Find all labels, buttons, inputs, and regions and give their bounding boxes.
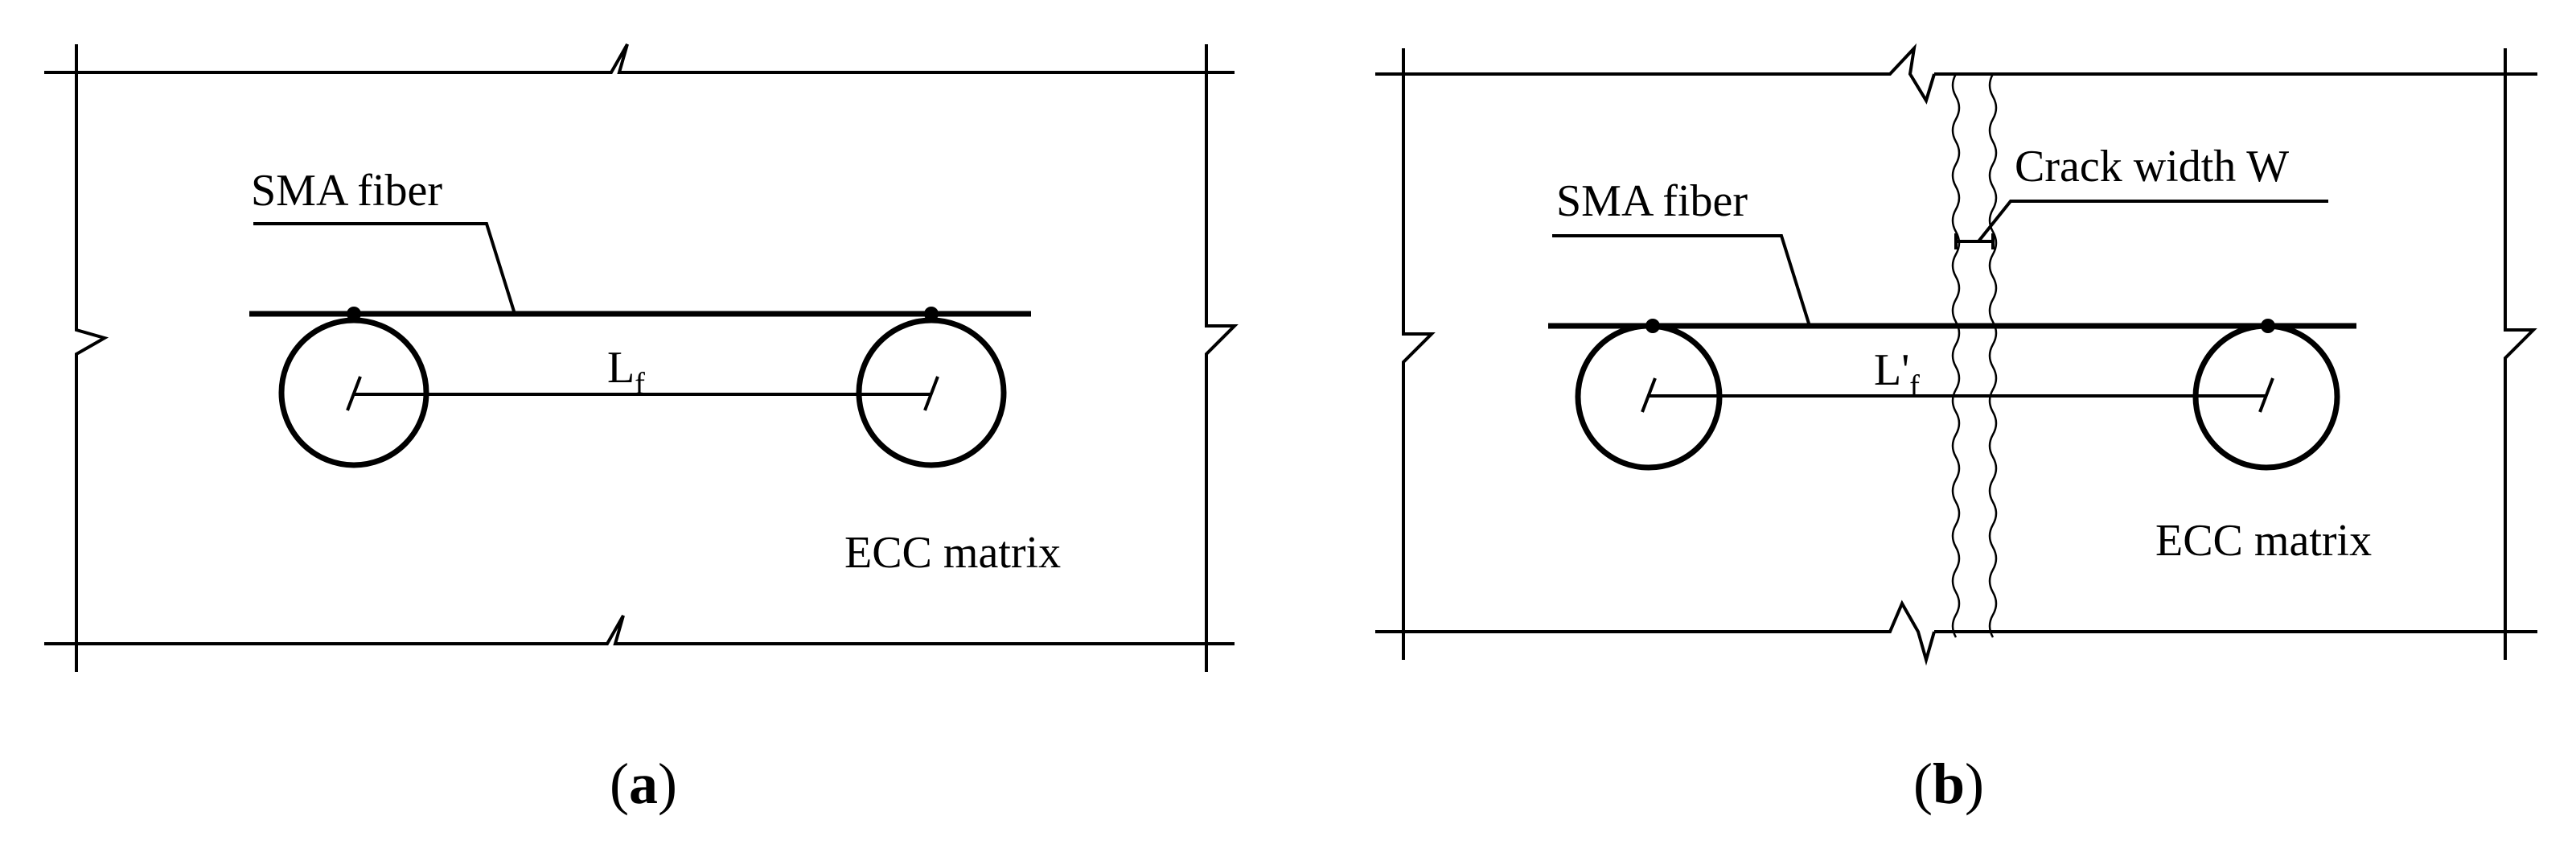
panel-a-caption: (a) [610,752,677,816]
panel-b-crack-label: Crack width W [2015,142,2289,192]
panel-b-dimension-tick-right [2258,377,2274,413]
panel-b-right-edge [2504,48,2537,660]
panel-a-top-edge [44,43,1235,74]
panel-b-left-edge [1402,48,1436,660]
panel-b: Crack width W SMA fiber L'f ECC matrix (… [1375,43,2537,816]
panel-b-fiber-leader [1552,234,1811,327]
panel-a-fiber-leader [253,222,516,315]
panel-a-dimension-tick-left [346,376,362,411]
panel-b-fiber-label: SMA fiber [1556,176,1748,226]
panel-b-top-edge-left [1375,43,1936,105]
panel-b-length-label: L'f [1874,345,1920,403]
panel-b-crack-left-edge [1951,73,1961,638]
panel-a-length-label: Lf [607,343,645,401]
panel-a-fiber-right-anchor-dot [924,307,939,321]
panel-b-bottom-edge-left [1375,599,1936,666]
panel-a-dimension-tick-right [923,376,939,411]
panel-a-right-edge [1205,44,1239,672]
panel-a-bottom-edge [44,615,1235,645]
panel-b-frame [1375,43,2537,666]
panel-a-matrix-label: ECC matrix [844,528,1061,578]
panel-b-crack-leader [1977,200,2328,243]
panel-a: SMA fiber Lf ECC matrix (a) [44,43,1239,816]
panel-a-frame [44,43,1239,672]
panel-b-dimension-tick-left [1641,377,1657,413]
panel-a-left-edge [75,44,109,672]
panel-a-fiber-left-anchor-dot [347,307,361,321]
panel-b-caption: (b) [1913,752,1984,816]
panel-a-fiber-label: SMA fiber [251,166,442,216]
panel-b-matrix-label: ECC matrix [2155,516,2372,566]
panel-b-crack-right-edge [1988,73,1998,638]
